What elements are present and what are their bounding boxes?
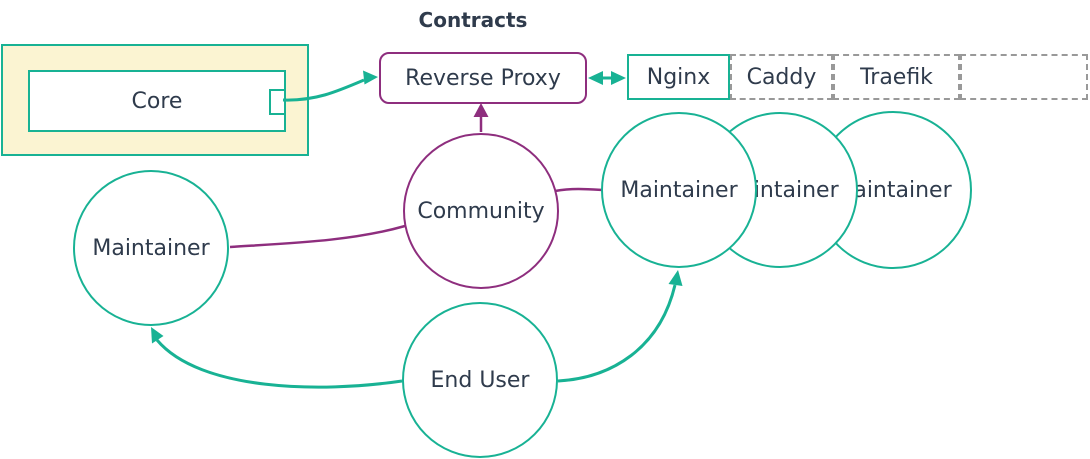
maintainer-left-node: Maintainer [73, 170, 229, 326]
arrowhead-to-reverse-proxy [588, 71, 603, 85]
core-node: Core [28, 70, 286, 132]
option-cell-nginx: Nginx [627, 54, 730, 100]
edge-enduser-to-maintainer-left [155, 339, 403, 389]
option-cell-caddy: Caddy [730, 54, 833, 100]
core-port [269, 89, 286, 115]
caddy-label: Caddy [746, 64, 817, 90]
option-cell-empty [960, 54, 1088, 100]
diagram-title: Contracts [418, 8, 528, 32]
nginx-label: Nginx [646, 64, 711, 90]
edge-community-maintainer-right [554, 187, 603, 193]
arrowhead-community-to-reverse-proxy [473, 103, 489, 117]
end-user-node: End User [402, 302, 558, 458]
reverse-proxy-node: Reverse Proxy [379, 52, 587, 104]
community-node: Community [403, 133, 559, 289]
maintainer-circle-front: Maintainer [601, 112, 757, 268]
traefik-label: Traefik [860, 64, 933, 90]
core-node-label: Core [131, 88, 183, 114]
maintainer-left-label: Maintainer [92, 235, 210, 261]
option-cell-traefik: Traefik [833, 54, 960, 100]
arrowhead-enduser-to-maintainer-right [668, 270, 683, 286]
reverse-proxy-label: Reverse Proxy [405, 65, 561, 91]
edge-core-to-reverse-proxy [282, 78, 365, 102]
community-label: Community [417, 198, 545, 224]
edge-community-maintainer-left [229, 224, 406, 249]
maintainer-front-label: Maintainer [620, 177, 738, 203]
arrowhead-core-to-reverse-proxy [363, 70, 378, 85]
arrowhead-enduser-to-maintainer-left [151, 327, 164, 344]
end-user-label: End User [430, 367, 530, 393]
edge-enduser-to-maintainer-right [557, 284, 677, 383]
core-group-box: Core [1, 44, 309, 156]
arrowhead-to-nginx [611, 71, 626, 85]
